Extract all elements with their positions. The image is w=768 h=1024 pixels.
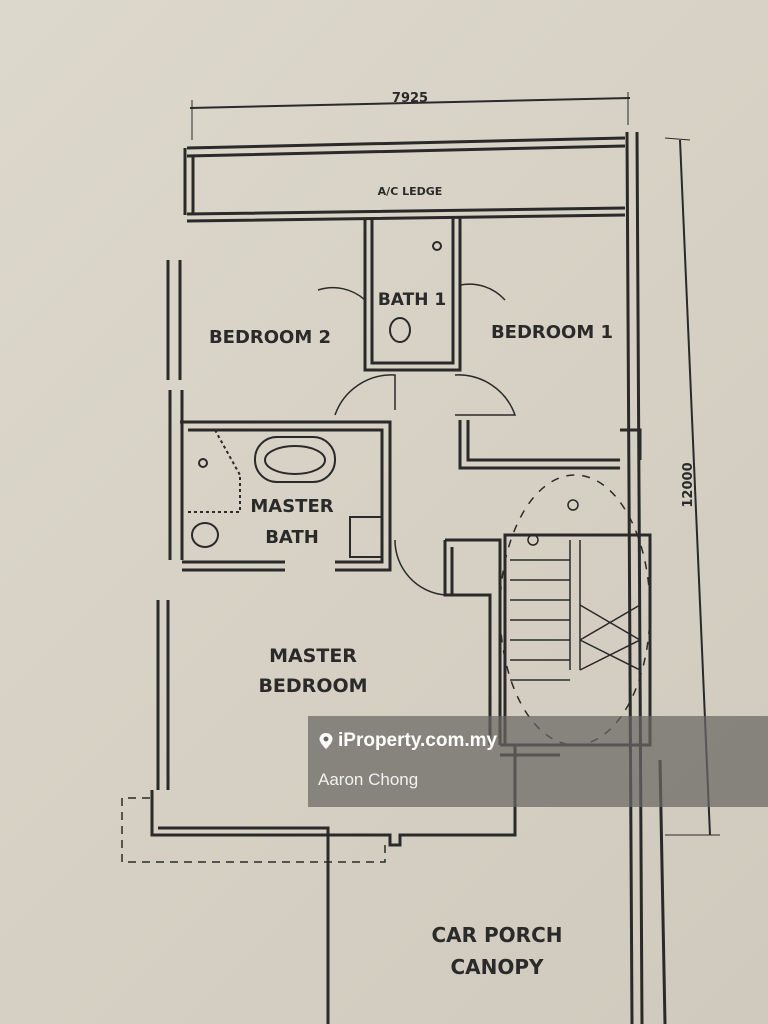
label-ac-ledge: A/C LEDGE xyxy=(378,185,443,198)
doors xyxy=(317,283,517,596)
label-master-bath-line2: BATH xyxy=(265,527,319,548)
label-car-porch-line2: CANOPY xyxy=(450,955,544,979)
label-master-bedroom-line2: BEDROOM xyxy=(258,675,367,697)
label-master-bedroom-line1: MASTER xyxy=(269,645,357,667)
walls xyxy=(150,131,667,1024)
label-bath-1: BATH 1 xyxy=(378,290,446,310)
fixtures xyxy=(188,241,442,558)
label-bedroom-1: BEDROOM 1 xyxy=(491,322,613,343)
label-master-bath-line1: MASTER xyxy=(250,496,333,517)
staircase xyxy=(499,474,651,746)
location-pin-icon xyxy=(319,733,333,749)
dimension-width xyxy=(189,92,631,140)
label-bedroom-2: BEDROOM 2 xyxy=(209,327,331,348)
watermark: iProperty.com.my Aaron Chong xyxy=(308,716,768,807)
watermark-agent: Aaron Chong xyxy=(318,770,419,789)
width-dimension-label: 7925 xyxy=(392,91,428,106)
watermark-site: iProperty.com.my xyxy=(338,730,498,751)
watermark-logo: iProperty.com.my xyxy=(318,730,497,752)
label-car-porch-line1: CAR PORCH xyxy=(432,923,563,947)
porch-outline xyxy=(121,797,386,863)
depth-dimension-label: 12000 xyxy=(681,462,696,507)
